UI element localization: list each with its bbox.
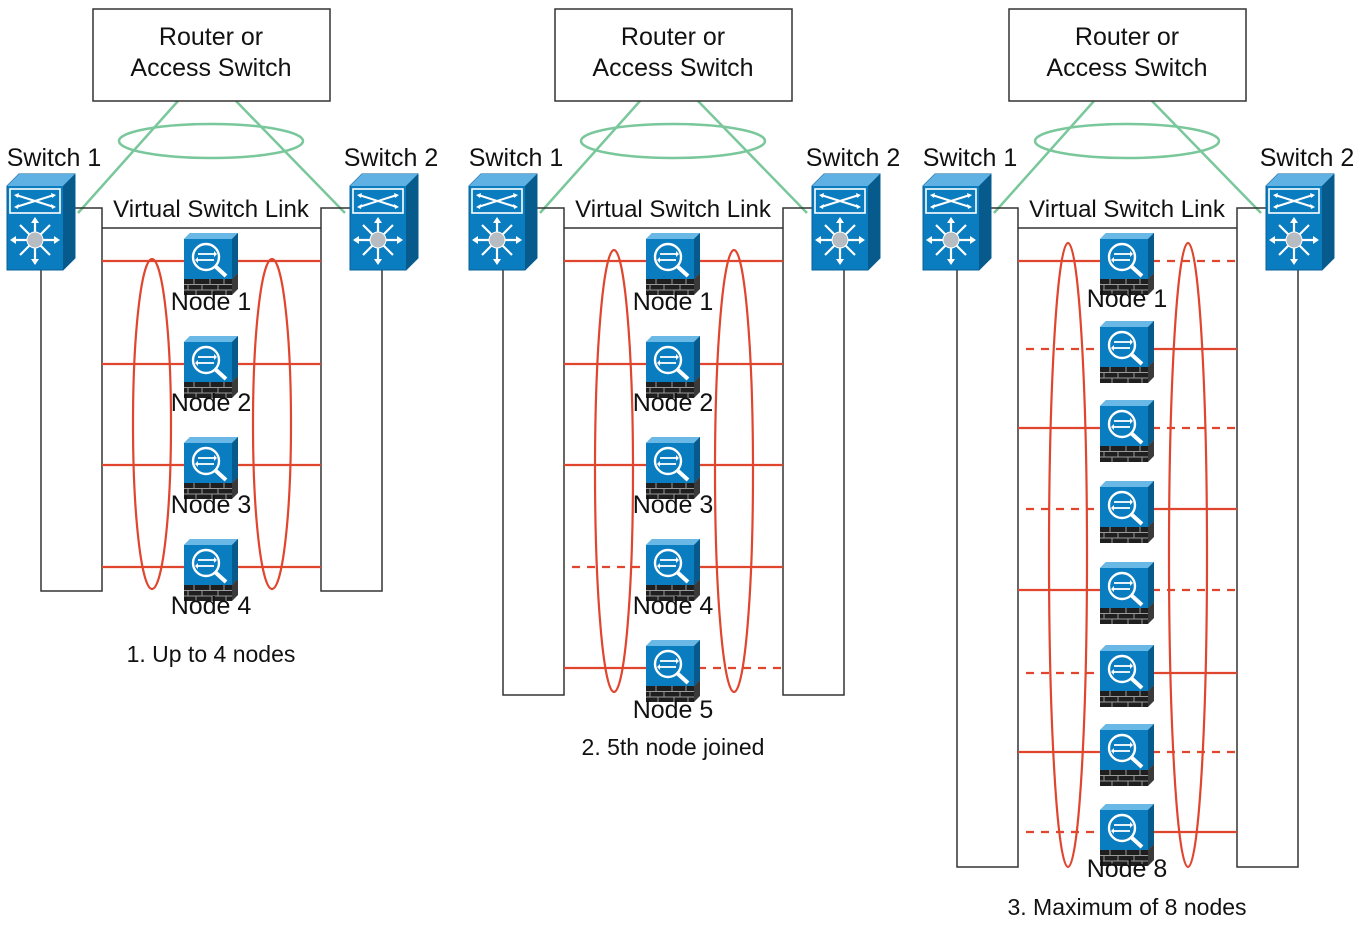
switch1-label: Switch 1 xyxy=(469,144,563,172)
uplink-left xyxy=(539,100,641,214)
virtual-switch-link-label: Virtual Switch Link xyxy=(1029,196,1226,223)
switch1-nexus-switch-icon xyxy=(5,172,77,272)
switch2-port-bracket xyxy=(1236,207,1299,868)
uplink-right xyxy=(235,100,346,214)
router-label-line1: Router or xyxy=(621,23,725,51)
virtual-switch-link-label: Virtual Switch Link xyxy=(575,196,772,223)
node-label: Node 8 xyxy=(1087,855,1168,883)
node-3-asa-firewall-icon xyxy=(1098,398,1156,464)
node-5-asa-firewall-icon xyxy=(644,638,702,704)
cluster-channel-oval-left xyxy=(593,248,635,694)
switch1-label: Switch 1 xyxy=(923,144,1017,172)
node-label: Node 4 xyxy=(171,592,252,620)
switch2-nexus-switch-icon xyxy=(810,172,882,272)
switch2-label: Switch 2 xyxy=(1260,144,1354,172)
switch2-label: Switch 2 xyxy=(806,144,900,172)
node-7-asa-firewall-icon xyxy=(1098,722,1156,788)
router-box xyxy=(1008,8,1247,102)
uplink-left xyxy=(77,100,179,214)
switch1-nexus-switch-icon xyxy=(467,172,539,272)
switch2-label: Switch 2 xyxy=(344,144,438,172)
node-label: Node 3 xyxy=(171,491,252,519)
cluster-channel-oval-right xyxy=(1167,241,1209,869)
node-label: Node 1 xyxy=(171,288,252,316)
router-box xyxy=(92,8,331,102)
panel-caption: 2. 5th node joined xyxy=(582,734,765,760)
uplink-left xyxy=(993,100,1095,214)
ether-channel-oval xyxy=(1033,122,1221,160)
router-label-line2: Access Switch xyxy=(592,54,753,82)
switch1-port-bracket xyxy=(40,207,103,592)
router-label-line1: Router or xyxy=(159,23,263,51)
switch2-nexus-switch-icon xyxy=(1264,172,1336,272)
router-label-line1: Router or xyxy=(1075,23,1179,51)
cluster-channel-oval-right xyxy=(251,257,293,591)
node-label: Node 4 xyxy=(633,592,714,620)
node-label: Node 1 xyxy=(1087,285,1168,313)
node-label: Node 1 xyxy=(633,288,714,316)
node-label: Node 2 xyxy=(171,389,252,417)
switch2-port-bracket xyxy=(782,207,845,696)
router-label-line2: Access Switch xyxy=(130,54,291,82)
router-label-line2: Access Switch xyxy=(1046,54,1207,82)
uplink-right xyxy=(697,100,808,214)
node-1-asa-firewall-icon xyxy=(644,231,702,297)
node-4-asa-firewall-icon xyxy=(1098,479,1156,545)
switch1-label: Switch 1 xyxy=(7,144,101,172)
panel-caption: 1. Up to 4 nodes xyxy=(127,641,296,667)
router-box xyxy=(554,8,793,102)
switch1-port-bracket xyxy=(956,207,1019,868)
switch2-port-bracket xyxy=(320,207,383,592)
switch1-port-bracket xyxy=(502,207,565,696)
node-label: Node 5 xyxy=(633,696,714,724)
switch2-nexus-switch-icon xyxy=(348,172,420,272)
node-5-asa-firewall-icon xyxy=(1098,560,1156,626)
cluster-channel-oval-left xyxy=(1047,241,1089,869)
node-3-asa-firewall-icon xyxy=(644,435,702,501)
node-label: Node 2 xyxy=(633,389,714,417)
node-1-asa-firewall-icon xyxy=(182,231,240,297)
ether-channel-oval xyxy=(117,122,305,160)
cluster-channel-oval-right xyxy=(713,248,755,694)
panel-caption: 3. Maximum of 8 nodes xyxy=(1007,894,1246,920)
switch1-nexus-switch-icon xyxy=(921,172,993,272)
node-2-asa-firewall-icon xyxy=(1098,319,1156,385)
node-label: Node 3 xyxy=(633,491,714,519)
ether-channel-oval xyxy=(579,122,767,160)
virtual-switch-link-label: Virtual Switch Link xyxy=(113,196,310,223)
node-6-asa-firewall-icon xyxy=(1098,643,1156,709)
cluster-channel-oval-left xyxy=(131,257,173,591)
uplink-right xyxy=(1151,100,1262,214)
node-3-asa-firewall-icon xyxy=(182,435,240,501)
